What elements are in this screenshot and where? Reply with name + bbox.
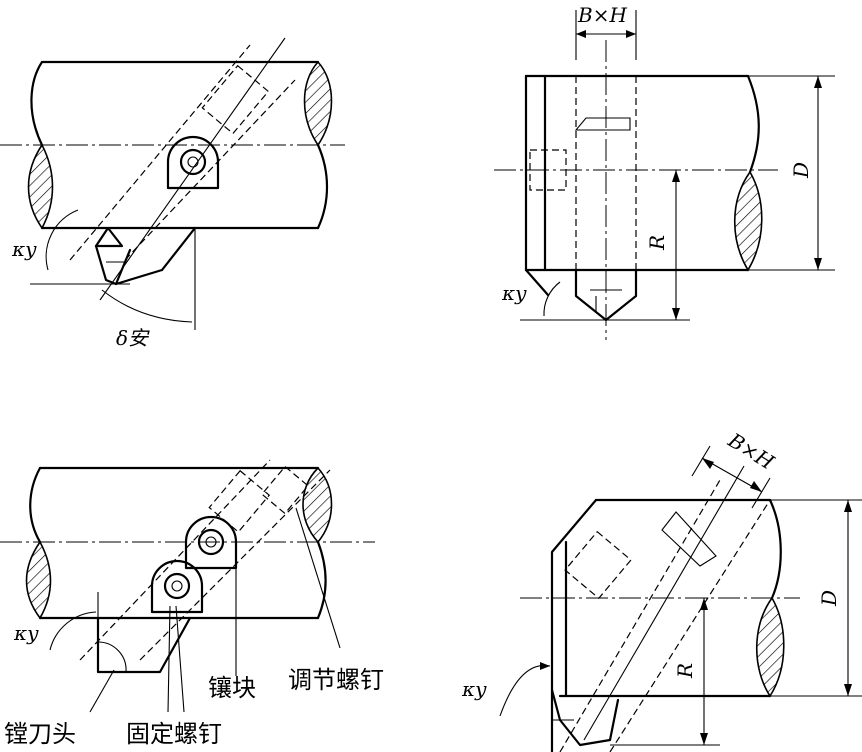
insert-block-label: 镶块 — [208, 674, 256, 702]
d-label-2: D — [817, 590, 841, 607]
d-label-1: D — [789, 162, 813, 179]
kappa-y-label-1: κy — [11, 237, 37, 261]
r-label-1: R — [645, 235, 669, 251]
kappa-y-label-3: κy — [13, 621, 39, 645]
boring-tool-tip-2 — [524, 268, 638, 322]
panel-bottom-right: B×H D R κy — [461, 428, 862, 752]
fixing-screw-3 — [150, 559, 204, 614]
panel-top-right: B×H D R κy — [494, 3, 835, 340]
r-label-2: R — [673, 663, 697, 679]
b-x-h-label-1: B×H — [577, 3, 627, 27]
boring-head-3 — [96, 616, 192, 674]
panel-top-left: κy δ安 — [0, 37, 345, 350]
fixing-screw-1 — [166, 135, 220, 190]
kappa-y-label-2: κy — [501, 281, 527, 305]
boring-head-label: 镗刀头 — [4, 720, 76, 748]
adjusting-screw-label: 调节螺钉 — [288, 666, 384, 694]
boring-tool-tip-1 — [94, 226, 197, 286]
kappa-y-label-4: κy — [461, 677, 487, 701]
b-x-h-label-2: B×H — [723, 428, 779, 475]
fixing-screw-label: 固定螺钉 — [126, 720, 222, 748]
panel-bottom-left: κy 镗刀头 固定螺钉 镶块 调节螺钉 — [0, 459, 384, 748]
fixing-screw-2 — [184, 515, 238, 570]
delta-an-label: δ安 — [116, 326, 150, 350]
